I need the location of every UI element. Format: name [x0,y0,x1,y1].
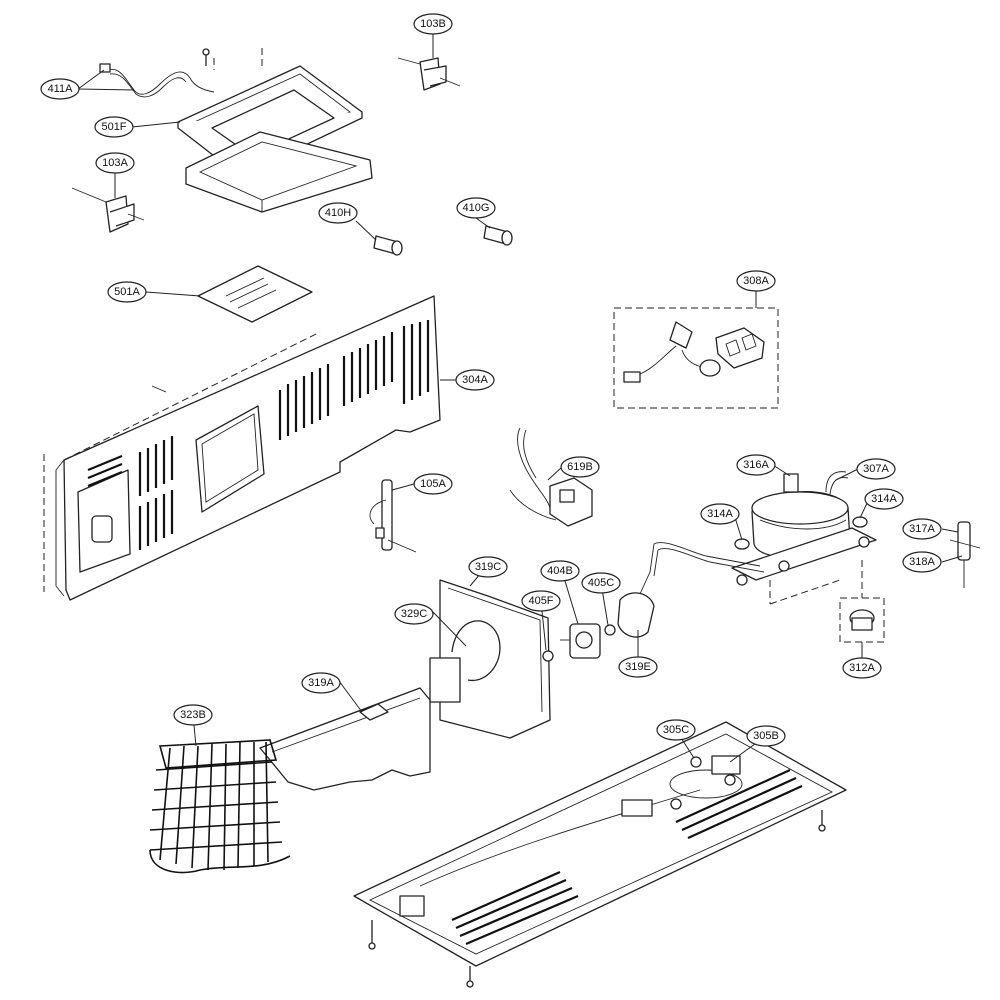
svg-text:308A: 308A [743,275,769,287]
condensate-pan [617,592,655,638]
svg-text:329C: 329C [401,608,427,620]
svg-text:304A: 304A [462,374,488,386]
svg-text:619B: 619B [567,461,593,473]
svg-text:405F: 405F [528,595,553,607]
callout-316a: 316A [736,454,776,476]
svg-text:318A: 318A [909,556,935,568]
svg-text:307A: 307A [863,463,889,475]
callout-308a: 308A [736,270,776,292]
refrigerant-tube [639,542,765,595]
svg-text:405C: 405C [588,577,614,589]
washer [542,650,554,662]
svg-text:323B: 323B [180,709,206,721]
svg-text:404B: 404B [547,565,573,577]
lamp-410g [483,225,513,246]
base-plate [353,721,847,988]
callout-318a: 318A [902,551,942,573]
callout-405f: 405F [521,590,561,612]
fan-shroud [429,579,551,739]
svg-text:410H: 410H [325,207,351,219]
grommet [852,516,868,528]
power-cord [99,63,215,98]
lamp-410h [373,235,403,256]
svg-text:105A: 105A [420,478,446,490]
svg-text:103A: 103A [102,157,128,169]
callout-103a: 103A [95,152,135,174]
callout-103b: 103B [413,13,453,35]
callout-105a: 105A [413,473,453,495]
callout-410g: 410G [456,197,496,219]
defrost-timer [509,427,593,527]
screw [202,48,210,66]
svg-text:316A: 316A [743,459,769,471]
evaporator-cover [259,687,431,791]
callout-312a: 312A [842,657,882,679]
svg-text:410G: 410G [463,202,490,214]
rear-panel [43,295,441,601]
callout-323b: 323B [173,704,213,726]
svg-text:501A: 501A [114,286,140,298]
rear-panel-vents [87,320,430,550]
washer [604,624,616,636]
svg-text:314A: 314A [871,493,897,505]
grommet [734,538,750,550]
callout-501a: 501A [107,281,147,303]
svg-text:317A: 317A [909,523,935,535]
callout-404b: 404B [540,560,580,582]
svg-text:312A: 312A [849,662,875,674]
relay-kit [613,307,779,409]
fan-motor [560,623,601,659]
control-box-base [185,48,373,213]
callout-319e: 319E [618,656,658,678]
callout-304a: 304A [455,369,495,391]
svg-text:319E: 319E [625,661,651,673]
callout-410h: 410H [318,202,358,224]
bracket-103b [397,57,461,91]
callout-305b: 305B [746,725,786,747]
control-pcb [197,265,313,323]
callout-307a: 307A [856,458,896,480]
callout-319c: 319C [468,556,508,578]
callout-314a-right: 314A [864,488,904,510]
overload-protector [839,560,885,643]
svg-text:319C: 319C [475,561,501,573]
svg-text:305B: 305B [753,730,779,742]
callout-314a-left: 314A [700,503,740,525]
callout-317a: 317A [902,518,942,540]
callout-329c: 329C [394,603,434,625]
svg-text:411A: 411A [48,83,74,95]
callout-501f: 501F [94,116,134,138]
callout-411a: 411A [40,78,80,100]
callout-619b: 619B [560,456,600,478]
svg-text:501F: 501F [101,121,126,133]
condenser-coil [149,739,291,874]
bracket-103a [71,187,145,233]
defrost-heater-rod [369,479,417,553]
drier-valve [949,521,981,588]
svg-text:314A: 314A [707,508,733,520]
svg-text:319A: 319A [308,677,334,689]
callout-305c: 305C [656,719,696,741]
svg-text:103B: 103B [420,18,446,30]
svg-text:305C: 305C [663,724,689,736]
callout-405c: 405C [581,572,621,594]
callout-319a: 319A [301,672,341,694]
compressor [731,471,877,605]
